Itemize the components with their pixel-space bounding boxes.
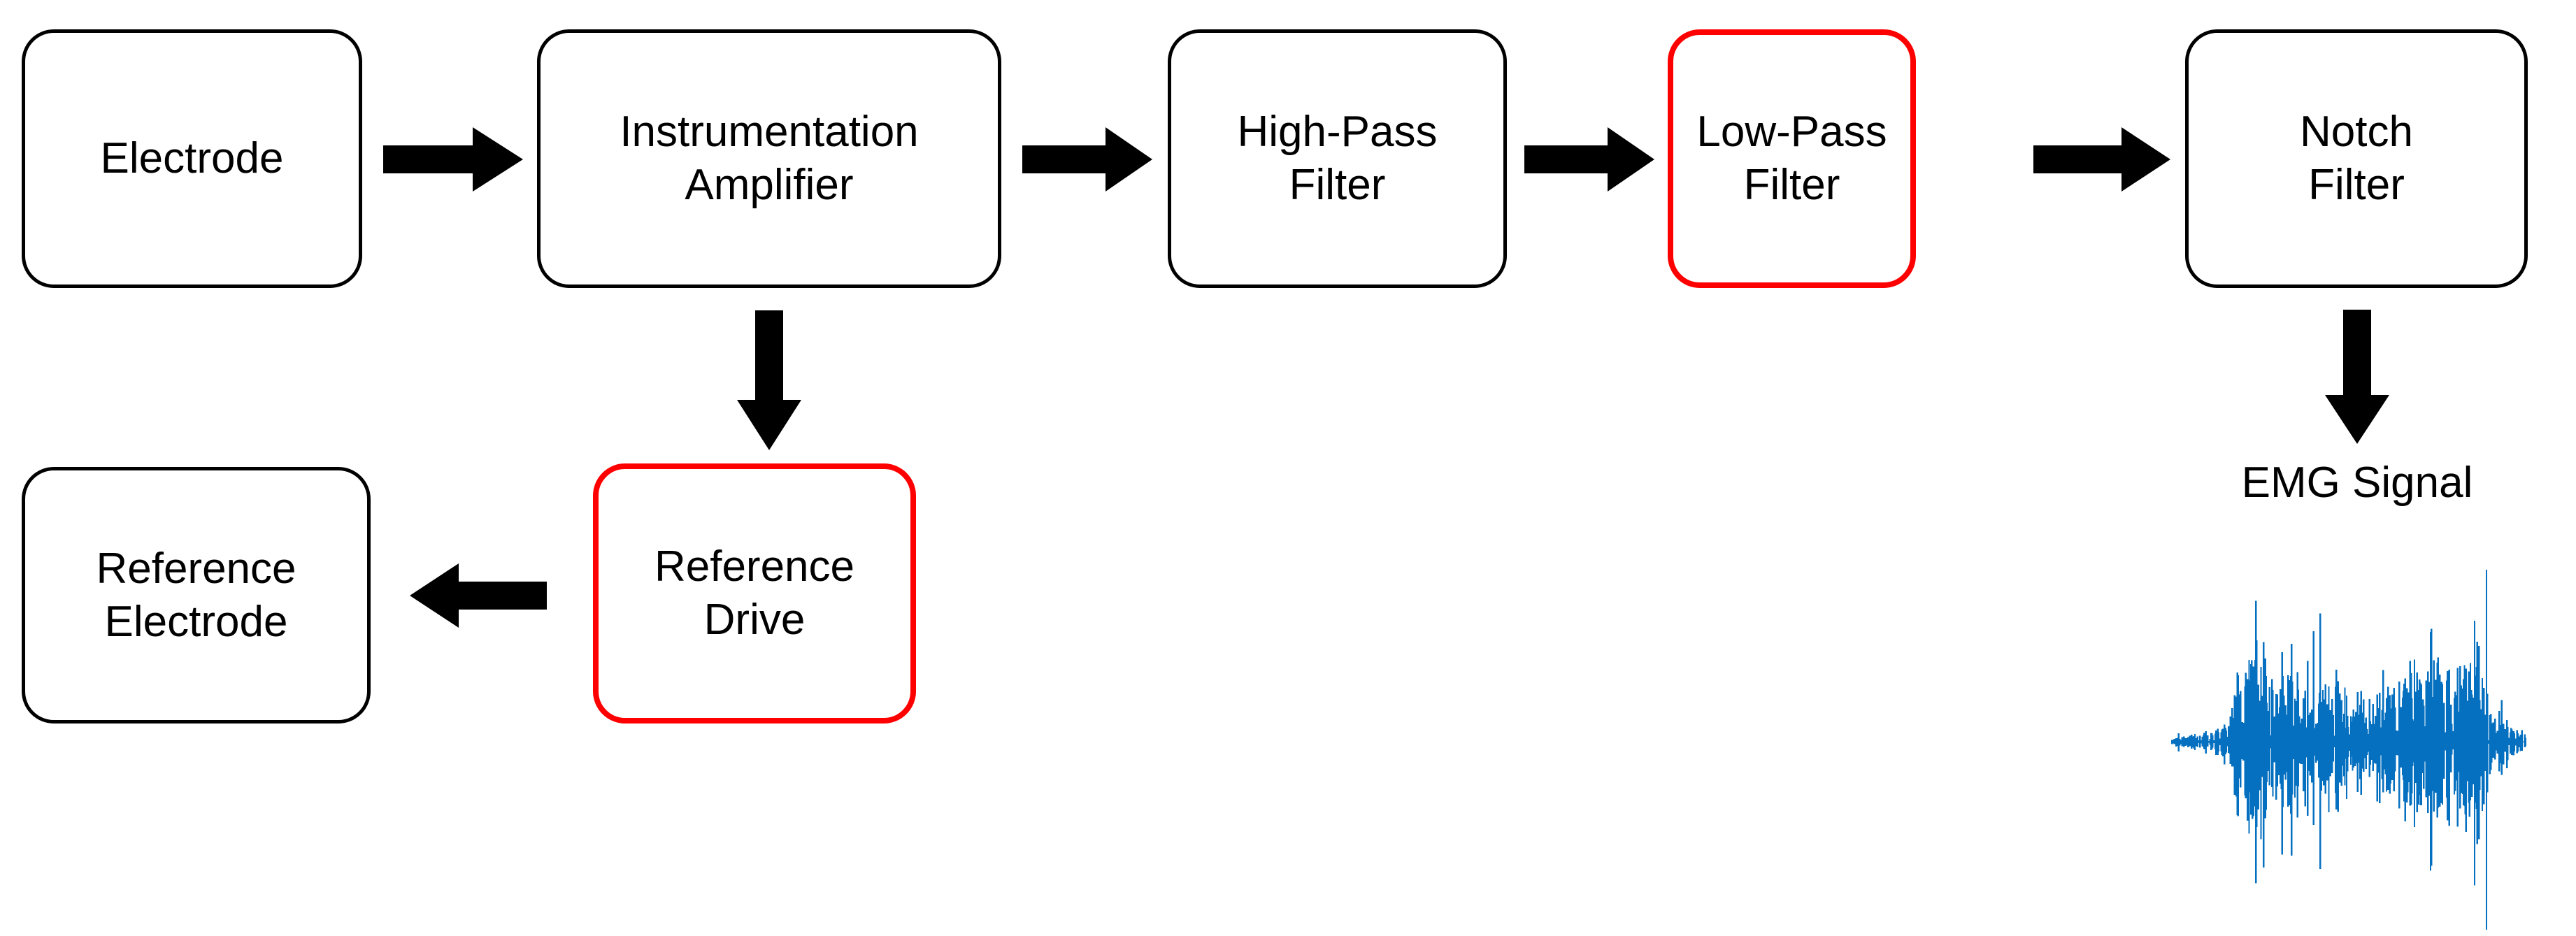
arrow-right-icon-amplifier-to-highpass <box>1022 127 1152 192</box>
arrow-down-icon-notch-to-emg-signal <box>2325 310 2389 444</box>
node-notch-filter[interactable]: Notch Filter <box>2185 29 2528 288</box>
node-notch-filter-label: Notch Filter <box>2300 108 2413 209</box>
emg-signal-label: EMG Signal <box>2241 459 2473 507</box>
node-high-pass-filter[interactable]: High-Pass Filter <box>1168 29 1507 288</box>
node-reference-drive[interactable]: Reference Drive <box>593 463 916 723</box>
node-electrode[interactable]: Electrode <box>22 29 362 288</box>
node-instrumentation-amplifier-label: Instrumentation Amplifier <box>620 108 919 209</box>
arrow-down-icon-amplifier-to-reference-drive <box>737 310 801 450</box>
emg-waveform-svg <box>2171 569 2526 930</box>
node-reference-electrode[interactable]: Reference Electrode <box>22 467 371 723</box>
node-reference-drive-label: Reference Drive <box>654 542 855 644</box>
emg-signal-waveform <box>2171 538 2526 930</box>
node-instrumentation-amplifier[interactable]: Instrumentation Amplifier <box>537 29 1001 288</box>
arrow-right-icon-highpass-to-lowpass <box>1524 127 1654 192</box>
node-low-pass-filter-label: Low-Pass Filter <box>1696 108 1887 209</box>
node-high-pass-filter-label: High-Pass Filter <box>1237 108 1438 209</box>
node-low-pass-filter[interactable]: Low-Pass Filter <box>1668 29 1916 288</box>
arrow-right-icon-lowpass-to-notch <box>2033 127 2170 192</box>
arrow-right-icon-electrode-to-amplifier <box>383 127 523 192</box>
node-reference-electrode-label: Reference Electrode <box>96 544 296 646</box>
arrow-left-icon-reference-drive-to-reference-electrode <box>410 563 547 628</box>
node-electrode-label: Electrode <box>100 134 284 183</box>
